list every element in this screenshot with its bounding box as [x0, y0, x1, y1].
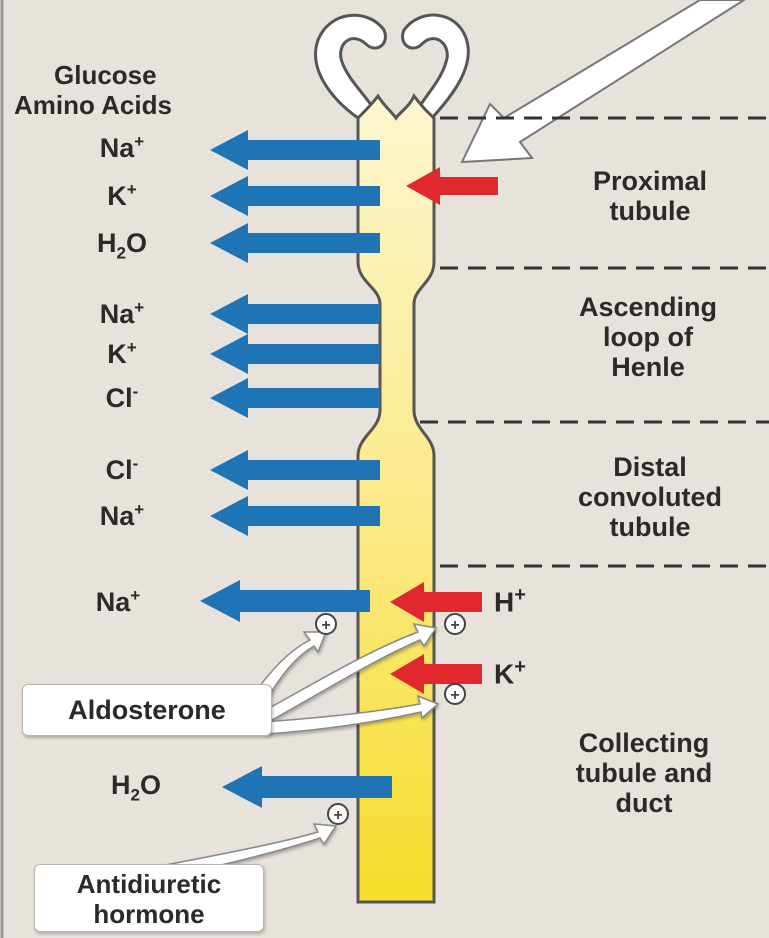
label-h2o-2: H2O [76, 770, 196, 805]
region-ascending-line-1: Ascending [528, 292, 768, 322]
label-k-plus: K+ [494, 656, 526, 690]
region-distal-line-1: Distal [530, 452, 769, 482]
plus-sign-1: + [321, 617, 330, 634]
region-collecting-duct: Collecting tubule and duct [524, 728, 764, 818]
region-proximal-tubule: Proximal tubule [530, 166, 769, 226]
region-distal-line-3: tubule [530, 512, 769, 542]
plus-sign-2: + [450, 617, 459, 634]
label-amino-acids: Amino Acids [14, 90, 172, 121]
adh-callout: Antidiuretic hormone [34, 864, 264, 932]
region-ascending-loop: Ascending loop of Henle [528, 292, 768, 382]
reabsorb-arrow-cl-1 [210, 378, 380, 418]
reabsorb-arrow-k-2 [210, 334, 380, 374]
label-k-2: K+ [62, 338, 182, 370]
reabsorb-arrow-na-1 [210, 130, 380, 170]
adh-label-line-2: hormone [35, 899, 263, 929]
plus-sign-3: + [450, 687, 459, 704]
reabsorb-arrow-k-1 [210, 176, 380, 216]
reabsorb-arrow-na-4 [200, 580, 370, 622]
plus-sign-4: + [333, 807, 342, 824]
region-collecting-line-3: duct [524, 788, 764, 818]
aldosterone-callout: Aldosterone [22, 684, 272, 736]
label-h2o-1: H2O [62, 228, 182, 263]
label-na-4: Na+ [58, 586, 178, 618]
label-na-2: Na+ [62, 298, 182, 330]
region-collecting-line-1: Collecting [524, 728, 764, 758]
reabsorb-arrow-na-3 [210, 496, 380, 536]
region-proximal-line-2: tubule [530, 196, 769, 226]
reabsorb-arrow-h2o-1 [210, 223, 380, 263]
label-cl-1: Cl- [62, 382, 182, 414]
label-na-1: Na+ [62, 132, 182, 164]
region-ascending-line-2: loop of [528, 322, 768, 352]
reabsorb-arrow-na-2 [210, 294, 380, 334]
region-distal-line-2: convoluted [530, 482, 769, 512]
reabsorb-arrow-cl-2 [210, 450, 380, 490]
aldosterone-label: Aldosterone [68, 695, 226, 725]
region-distal-tubule: Distal convoluted tubule [530, 452, 769, 542]
top-pointer-arrow [462, 0, 744, 162]
label-na-3: Na+ [62, 500, 182, 532]
label-glucose: Glucose [54, 60, 157, 91]
label-cl-2: Cl- [62, 454, 182, 486]
adh-label-line-1: Antidiuretic [35, 869, 263, 899]
label-k-1: K+ [62, 180, 182, 212]
label-h-plus: H+ [494, 584, 526, 618]
region-ascending-line-3: Henle [528, 352, 768, 382]
region-proximal-line-1: Proximal [530, 166, 769, 196]
region-collecting-line-2: tubule and [524, 758, 764, 788]
